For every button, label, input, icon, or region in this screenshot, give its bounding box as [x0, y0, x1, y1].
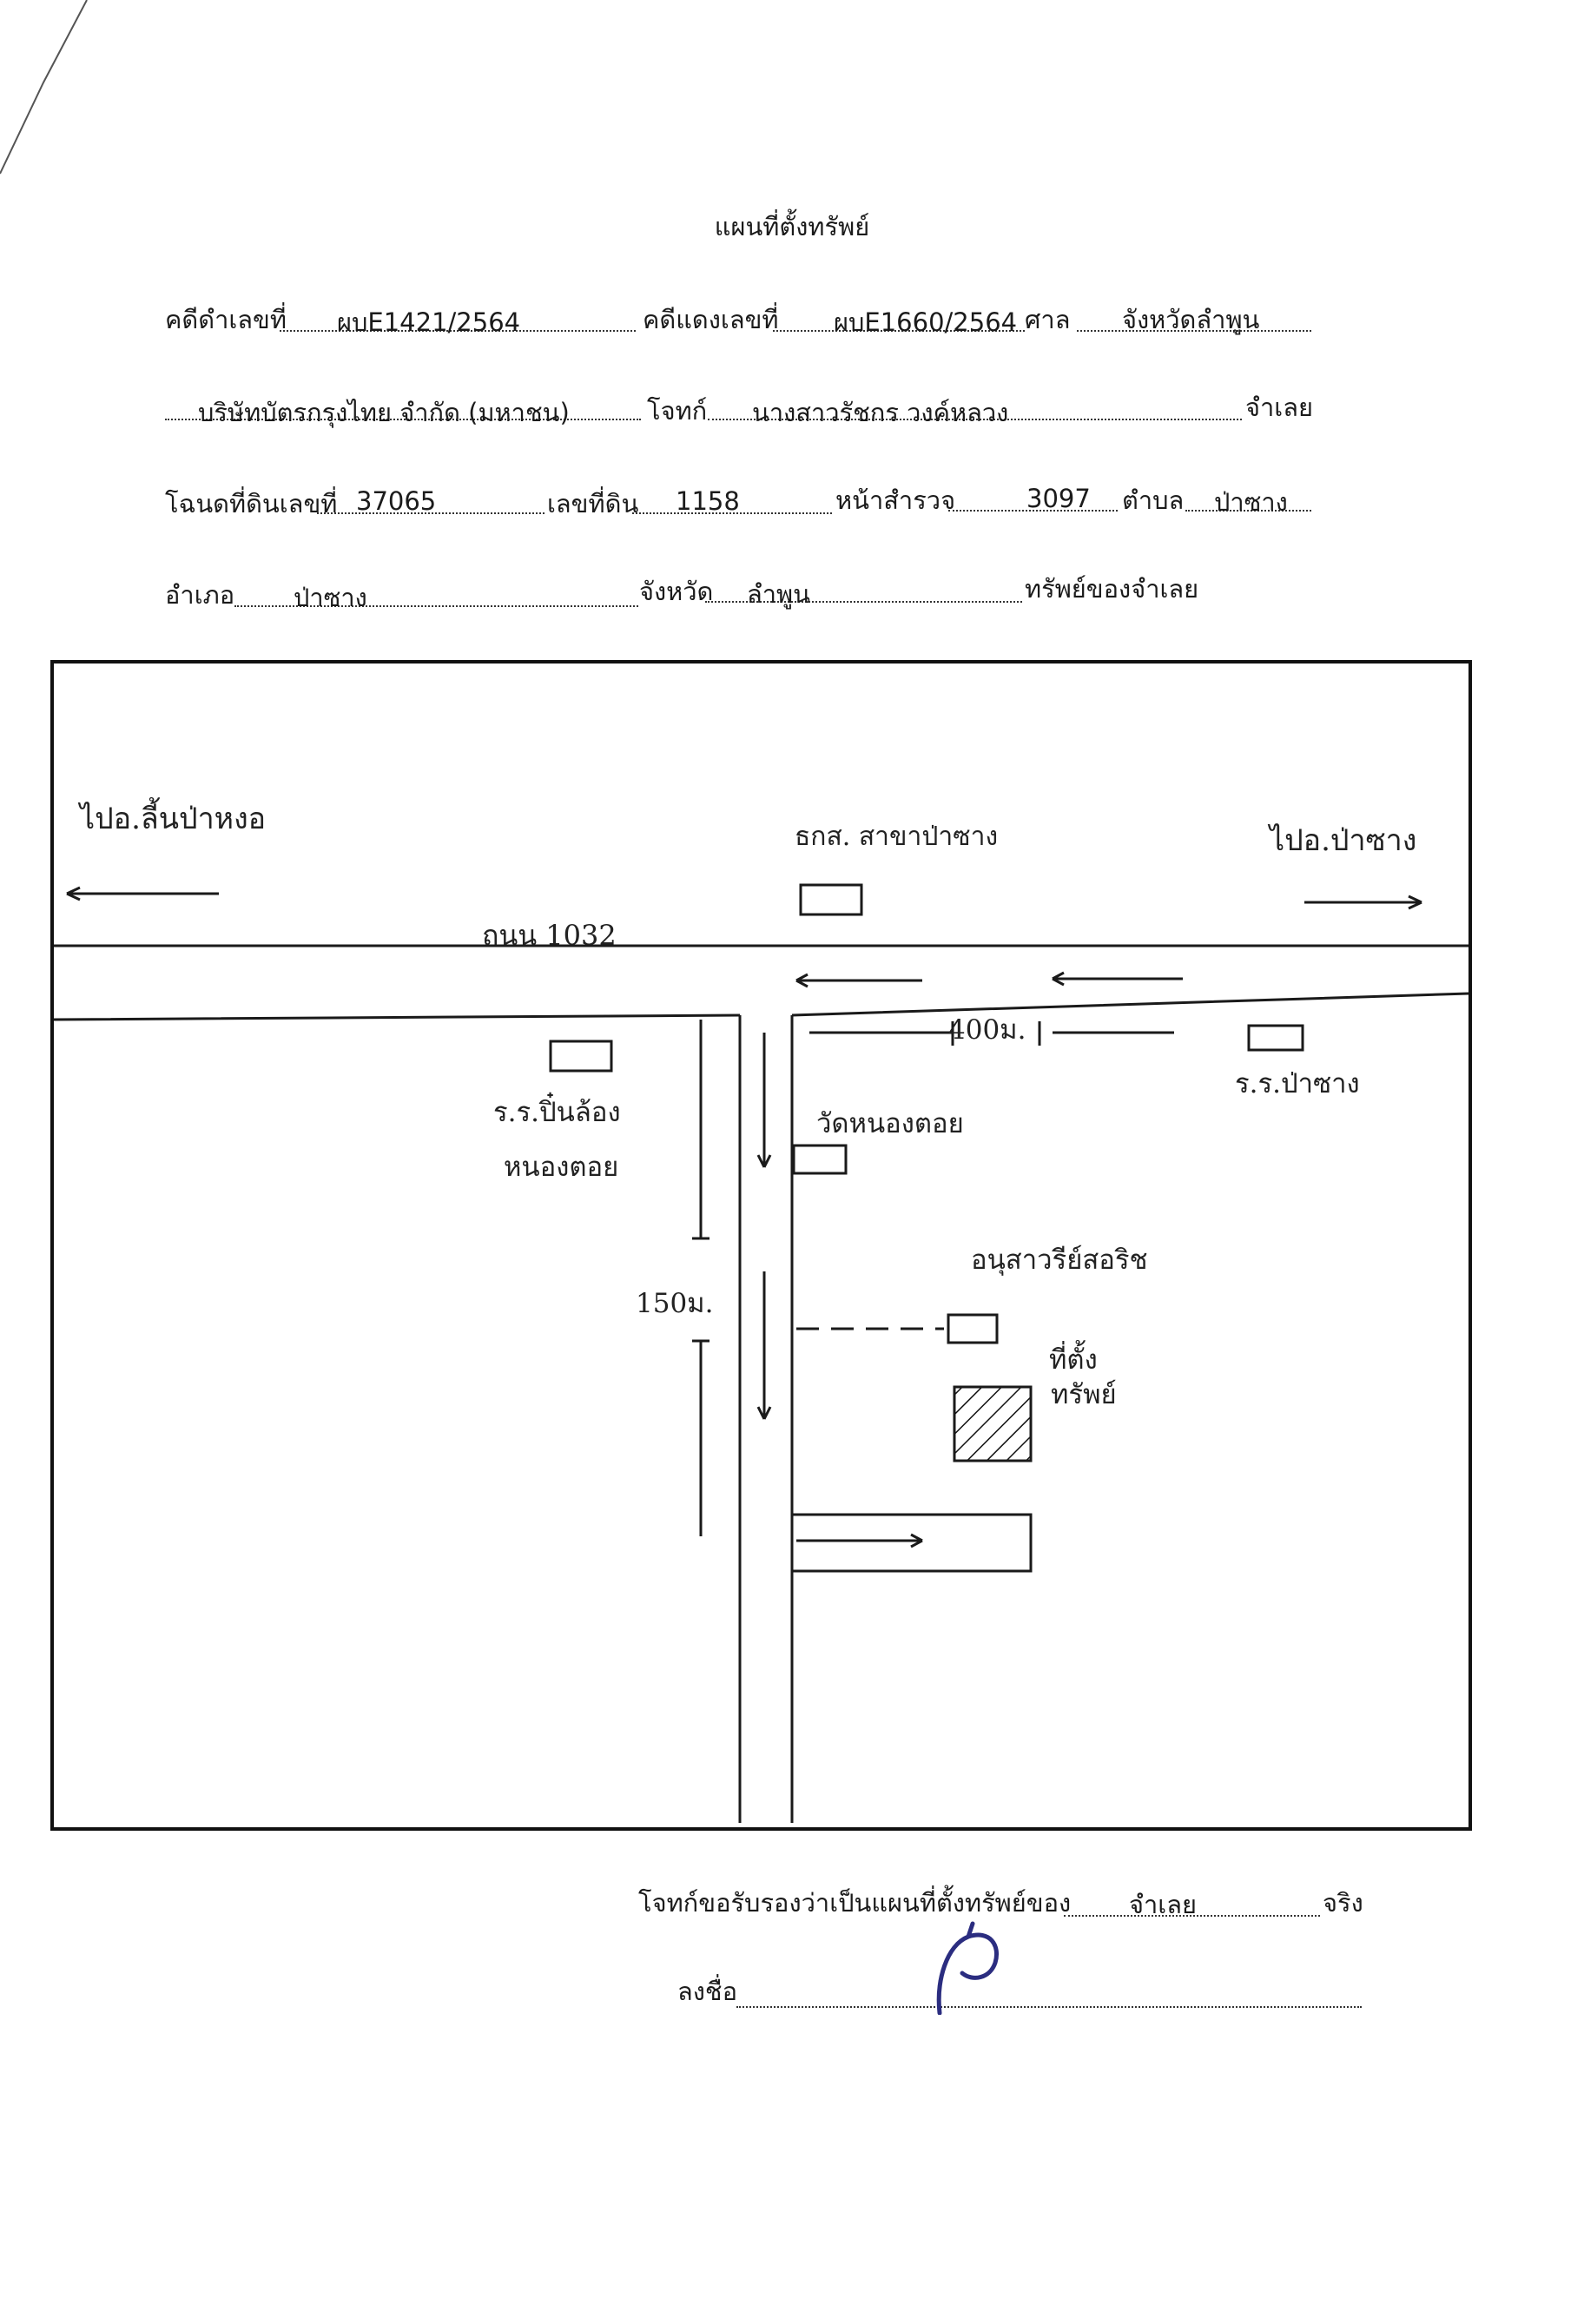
label-distance-400: 400ม. — [948, 1014, 1026, 1046]
plaintiff-value: บริษัทบัตรกรุงไทย จำกัด (มหาชน) — [198, 398, 570, 427]
sign-dotline — [736, 2006, 1362, 2008]
label-property-2: ทรัพย์ — [1051, 1379, 1117, 1410]
district-label: อำเภอ — [165, 580, 235, 610]
arrow-road-1 — [795, 973, 922, 988]
distance-side-line — [692, 1020, 710, 1536]
province-value: ลำพูน — [747, 579, 810, 609]
black-case-dotline — [280, 330, 636, 332]
deed-value: 37065 — [356, 486, 437, 516]
court-dotline — [1077, 330, 1311, 332]
province-label: จังหวัด — [639, 577, 714, 606]
arrow-down-1 — [756, 1033, 772, 1168]
school-left-building — [549, 1040, 613, 1073]
arrow-road-2 — [1052, 971, 1183, 987]
school-right-building — [1247, 1024, 1304, 1052]
arrow-left-top — [66, 886, 219, 901]
temple-building — [792, 1144, 848, 1175]
sign-label: ลงชื่อ — [677, 1977, 738, 2006]
distance-400-line — [809, 1021, 1174, 1046]
plaintiff-dotline — [165, 419, 641, 420]
subdistrict-value: ป่าซาง — [1214, 487, 1288, 517]
court-label: ศาล — [1025, 305, 1071, 334]
certify-suffix: จริง — [1323, 1888, 1363, 1918]
property-plot — [953, 1385, 1033, 1462]
defendant-dotline — [708, 419, 1242, 420]
red-case-value: ผบE1660/2564 — [834, 307, 1018, 337]
road-1032-bottom-edge — [54, 992, 1468, 1021]
deed-dotline — [317, 512, 544, 514]
corner-fold-line — [0, 0, 88, 175]
monument-building — [947, 1313, 999, 1344]
district-dotline — [234, 605, 638, 607]
location-map — [50, 660, 1472, 1831]
defendant-value: นางสาวรัชกร วงค์หลวง — [752, 398, 1009, 427]
province-dotline — [705, 601, 1022, 603]
label-temple: วัดหนองตอย — [816, 1108, 964, 1139]
certify-prefix: โจทก์ขอรับรองว่าเป็นแผนที่ตั้งทรัพย์ของ — [638, 1888, 1072, 1918]
label-property-1: ที่ตั้ง — [1049, 1344, 1098, 1376]
label-monument: อนุสาวรีย์สอริช — [971, 1245, 1148, 1276]
certify-dotline — [1064, 1915, 1320, 1917]
arrow-down-2 — [756, 1271, 772, 1420]
page-title: แผนที่ตั้งทรัพย์ — [714, 212, 870, 241]
deed-label: โฉนดที่ดินเลขที่ — [165, 489, 338, 518]
red-case-label: คดีแดงเลขที่ — [643, 305, 779, 334]
district-value: ป่าซาง — [294, 583, 367, 612]
arrow-lane — [796, 1533, 923, 1548]
black-case-value: ผบE1421/2564 — [337, 307, 521, 337]
land-no-value: 1158 — [676, 486, 740, 516]
plaintiff-label: โจทก์ — [647, 396, 708, 426]
map-drawing — [54, 883, 1468, 1823]
survey-dotline — [948, 510, 1118, 512]
survey-label: หน้าสำรวจ — [835, 485, 956, 515]
subdistrict-dotline — [1185, 510, 1311, 512]
owner-text: ทรัพย์ของจำเลย — [1025, 574, 1199, 604]
signature-mark — [936, 1921, 999, 2015]
defendant-label: จำเลย — [1245, 393, 1313, 422]
bank-building — [799, 883, 863, 916]
land-no-label: เลขที่ดิน — [547, 489, 639, 518]
label-school-left-1: ร.ร.ปิ๋นล้อง — [493, 1097, 621, 1128]
label-road: ถนน 1032 — [482, 919, 617, 952]
label-bank: ธกส. สาขาป่าซาง — [795, 822, 999, 852]
court-value: จังหวัดลำพูน — [1122, 305, 1260, 334]
label-school-right: ร.ร.ป่าซาง — [1235, 1068, 1360, 1099]
red-case-dotline — [773, 330, 1025, 332]
label-to-right: ไปอ.ป่าซาง — [1270, 823, 1417, 858]
label-school-left-2: หนองตอย — [504, 1152, 619, 1183]
land-no-dotline — [632, 512, 832, 514]
branch-lane — [792, 1513, 1033, 1573]
label-to-left: ไปอ.ลี้นป่าหงอ — [80, 802, 267, 836]
label-distance-side: 150ม. — [636, 1288, 714, 1319]
certify-value: จำเลย — [1129, 1890, 1197, 1919]
survey-value: 3097 — [1026, 484, 1091, 513]
arrow-right-top — [1304, 895, 1422, 910]
subdistrict-label: ตำบล — [1122, 485, 1185, 515]
black-case-label: คดีดำเลขที่ — [165, 305, 287, 334]
